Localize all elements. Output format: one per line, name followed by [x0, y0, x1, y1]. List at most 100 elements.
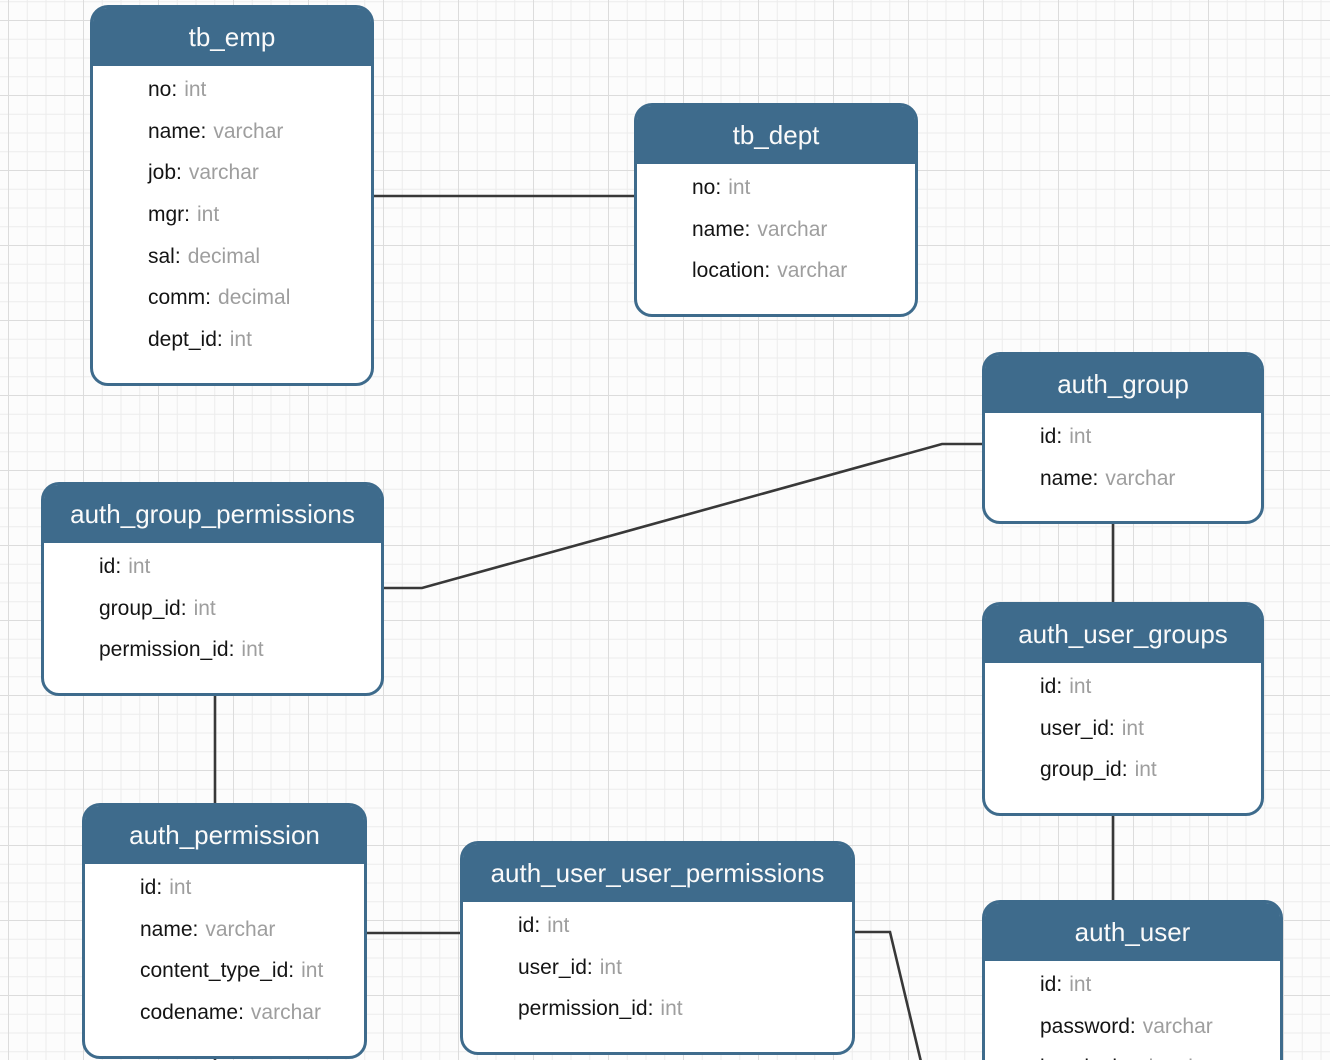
- field-type: int: [241, 638, 264, 662]
- field-row: id:int: [985, 416, 1261, 458]
- field-separator: :: [534, 913, 541, 937]
- field-type: int: [1134, 758, 1157, 782]
- field-separator: :: [176, 161, 182, 185]
- field-separator: :: [1056, 972, 1063, 996]
- field-row: password:varchar: [985, 1006, 1280, 1048]
- field-name: id: [140, 875, 157, 899]
- field-name: id: [1040, 424, 1057, 448]
- field-name: no: [148, 77, 172, 101]
- table-fields: id:intpassword:varcharlast_login:datetim…: [985, 961, 1280, 1060]
- field-row: name:varchar: [637, 209, 915, 251]
- field-separator: :: [216, 327, 223, 351]
- field-type: varchar: [1142, 1014, 1213, 1038]
- table-fields: id: int user_id: int group_id: int: [985, 663, 1261, 813]
- field-separator: :: [174, 244, 181, 268]
- field-row: id: int: [985, 964, 1280, 1006]
- table-auth_user[interactable]: auth_userid:intpassword:varcharlast_logi…: [982, 900, 1283, 1060]
- field-name: password: [1040, 1014, 1130, 1038]
- field-name: name: [1040, 466, 1093, 490]
- field-type: int: [728, 175, 751, 199]
- field-row: comm:decimal: [93, 277, 371, 319]
- field-row: user_id: int: [985, 708, 1261, 750]
- field-type: int: [599, 955, 622, 979]
- field-type: decimal: [218, 286, 291, 310]
- field-name: group_id: [1040, 758, 1122, 782]
- relationship-auth_group_permissions--auth_group: [384, 442, 982, 590]
- field-row: name:varchar: [85, 909, 364, 951]
- field-separator: :: [1129, 1014, 1136, 1038]
- field-name: name: [140, 917, 193, 941]
- field-separator: :: [1129, 1056, 1135, 1060]
- field-separator: :: [192, 917, 199, 941]
- field-name: content_type_id: [140, 959, 289, 983]
- table-title: auth_user_user_permissions: [463, 844, 852, 902]
- field-separator: :: [764, 259, 771, 283]
- field-separator: :: [647, 997, 654, 1021]
- field-separator: :: [238, 1000, 244, 1024]
- field-row: no:int: [637, 167, 915, 209]
- field-name: user_id: [518, 955, 587, 979]
- field-name: name: [692, 217, 745, 241]
- field-separator: :: [1121, 758, 1128, 782]
- field-separator: :: [1108, 716, 1115, 740]
- field-name: id: [1040, 972, 1057, 996]
- field-separator: :: [115, 554, 122, 578]
- table-title: tb_emp: [93, 8, 371, 66]
- field-name: permission_id: [518, 997, 648, 1021]
- field-type: int: [1121, 716, 1144, 740]
- field-separator: :: [200, 119, 207, 143]
- field-name: job: [148, 161, 177, 185]
- field-separator: :: [1092, 466, 1099, 490]
- field-type: varchar: [205, 917, 276, 941]
- field-row: id:int: [463, 905, 852, 947]
- field-type: int: [169, 875, 192, 899]
- field-name: name: [148, 119, 201, 143]
- field-name: id: [1040, 674, 1057, 698]
- field-type: int: [1069, 674, 1092, 698]
- table-title: auth_permission: [85, 806, 364, 864]
- field-separator: :: [715, 175, 722, 199]
- field-row: id: int: [85, 867, 364, 909]
- field-type: int: [660, 997, 683, 1021]
- table-title: auth_user: [985, 903, 1280, 961]
- field-separator: :: [171, 77, 178, 101]
- field-separator: :: [156, 875, 163, 899]
- table-title: auth_group_permissions: [44, 485, 381, 543]
- field-type: varchar: [250, 1000, 321, 1024]
- field-row: id:int: [44, 546, 381, 588]
- field-separator: :: [1056, 424, 1063, 448]
- field-name: id: [99, 554, 116, 578]
- field-name: location: [692, 259, 765, 283]
- field-type: int: [184, 77, 207, 101]
- field-row: permission_id:int: [44, 629, 381, 671]
- field-type: decimal: [187, 244, 261, 268]
- field-separator: :: [1056, 674, 1063, 698]
- table-title: auth_group: [985, 355, 1261, 413]
- field-row: user_id:int: [463, 947, 852, 989]
- field-type: int: [1069, 972, 1092, 996]
- field-type: int: [193, 596, 216, 620]
- field-separator: :: [184, 202, 191, 226]
- field-row: location:varchar: [637, 250, 915, 292]
- field-row: permission_id: int: [463, 988, 852, 1030]
- field-separator: :: [288, 959, 295, 983]
- field-type: varchar: [757, 217, 828, 241]
- field-separator: :: [180, 596, 187, 620]
- relationship-auth_user_user_permissions--offcanvas-bottom: [854, 930, 922, 1060]
- field-name: id: [518, 913, 535, 937]
- field-name: user_id: [1040, 716, 1109, 740]
- field-row: no: int: [93, 69, 371, 111]
